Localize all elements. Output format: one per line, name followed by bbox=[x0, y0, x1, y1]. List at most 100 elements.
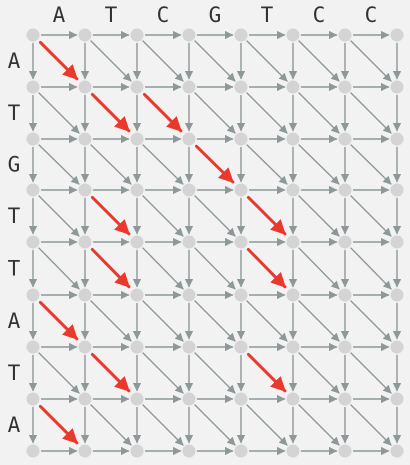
edge-diagonal bbox=[38, 195, 80, 237]
grid-node bbox=[338, 183, 352, 197]
grid-node bbox=[78, 340, 92, 354]
edge-diagonal bbox=[350, 92, 392, 134]
grid-node bbox=[182, 28, 196, 42]
grid-node bbox=[26, 80, 40, 94]
edge-diagonal bbox=[90, 404, 132, 446]
edge-diagonal bbox=[350, 352, 392, 394]
left-sequence-letter: T bbox=[8, 361, 21, 385]
edge-diagonal bbox=[194, 40, 236, 82]
grid-node bbox=[234, 444, 248, 458]
edge-diagonal bbox=[298, 144, 340, 185]
grid-node bbox=[182, 288, 196, 302]
left-sequence-letter: A bbox=[8, 309, 21, 333]
grid-node bbox=[286, 392, 300, 406]
grid-node bbox=[130, 340, 144, 354]
grid-node bbox=[78, 183, 92, 197]
edge-diagonal bbox=[246, 144, 288, 185]
edge-diagonal bbox=[298, 404, 340, 446]
grid-node bbox=[26, 132, 40, 146]
edge-diagonal bbox=[350, 40, 392, 82]
grid-node bbox=[78, 132, 92, 146]
grid-node bbox=[78, 392, 92, 406]
edge-diagonal bbox=[298, 92, 340, 134]
top-sequence-letter: G bbox=[209, 3, 222, 27]
match-edge bbox=[90, 195, 131, 236]
edge-diagonal bbox=[142, 352, 184, 394]
grid-node bbox=[338, 235, 352, 249]
grid-node bbox=[26, 392, 40, 406]
match-edge bbox=[38, 300, 79, 341]
grid-node bbox=[26, 288, 40, 302]
grid-node bbox=[130, 183, 144, 197]
grid-node bbox=[390, 392, 404, 406]
edge-diagonal bbox=[142, 195, 184, 237]
grid-node bbox=[78, 288, 92, 302]
grid-node bbox=[390, 340, 404, 354]
match-edge bbox=[90, 92, 131, 133]
grid-node bbox=[26, 183, 40, 197]
grid-node bbox=[286, 288, 300, 302]
grid-node bbox=[390, 80, 404, 94]
grid-node bbox=[182, 183, 196, 197]
grid-node bbox=[234, 183, 248, 197]
edge-diagonal bbox=[194, 352, 236, 394]
match-edge bbox=[246, 195, 287, 236]
grid-node bbox=[286, 340, 300, 354]
grid-node bbox=[182, 340, 196, 354]
grid-node bbox=[286, 235, 300, 249]
grid-node bbox=[338, 288, 352, 302]
grid-node bbox=[234, 132, 248, 146]
edge-diagonal bbox=[246, 92, 288, 134]
grid-node bbox=[390, 183, 404, 197]
grid-node bbox=[286, 183, 300, 197]
grid-node bbox=[286, 444, 300, 458]
grid-node bbox=[182, 392, 196, 406]
grid-node bbox=[234, 392, 248, 406]
top-sequence-letter: C bbox=[365, 3, 378, 27]
grid-node bbox=[338, 28, 352, 42]
grid-node bbox=[182, 235, 196, 249]
grid-node bbox=[26, 444, 40, 458]
grid-node bbox=[78, 28, 92, 42]
edge-diagonal bbox=[38, 144, 80, 185]
edge-diagonal bbox=[298, 247, 340, 290]
match-edge bbox=[38, 404, 79, 445]
grid-node bbox=[130, 235, 144, 249]
grid-node bbox=[234, 340, 248, 354]
grid-node bbox=[338, 132, 352, 146]
grid-node bbox=[26, 235, 40, 249]
edge-diagonal bbox=[142, 144, 184, 185]
grid-node bbox=[286, 28, 300, 42]
edge-diagonal bbox=[142, 300, 184, 342]
grid-node bbox=[234, 28, 248, 42]
left-sequence-letter: T bbox=[8, 204, 21, 228]
grid-node bbox=[26, 340, 40, 354]
grid-node bbox=[130, 288, 144, 302]
edge-diagonal bbox=[350, 247, 392, 290]
edge-diagonal bbox=[246, 404, 288, 446]
grid-node bbox=[182, 132, 196, 146]
grid-node bbox=[234, 288, 248, 302]
grid-node bbox=[78, 444, 92, 458]
edge-diagonal bbox=[298, 40, 340, 82]
match-edge bbox=[90, 247, 131, 289]
edge-diagonal bbox=[142, 404, 184, 446]
edge-diagonal bbox=[194, 404, 236, 446]
edge-diagonal bbox=[194, 247, 236, 290]
edge-diagonal bbox=[350, 300, 392, 342]
edge-diagonal bbox=[38, 92, 80, 134]
grid-node bbox=[130, 392, 144, 406]
edge-diagonal bbox=[298, 352, 340, 394]
grid-node bbox=[130, 28, 144, 42]
grid-node bbox=[26, 28, 40, 42]
grid-node bbox=[390, 444, 404, 458]
edge-diagonal bbox=[298, 195, 340, 237]
grid-node bbox=[130, 132, 144, 146]
edge-diagonal bbox=[38, 352, 80, 394]
top-sequence-letter: A bbox=[53, 3, 66, 27]
left-sequence-letter: T bbox=[8, 101, 21, 125]
edge-diagonal bbox=[350, 144, 392, 185]
edge-diagonal bbox=[350, 404, 392, 446]
grid-node bbox=[234, 80, 248, 94]
edge-diagonal bbox=[142, 247, 184, 290]
